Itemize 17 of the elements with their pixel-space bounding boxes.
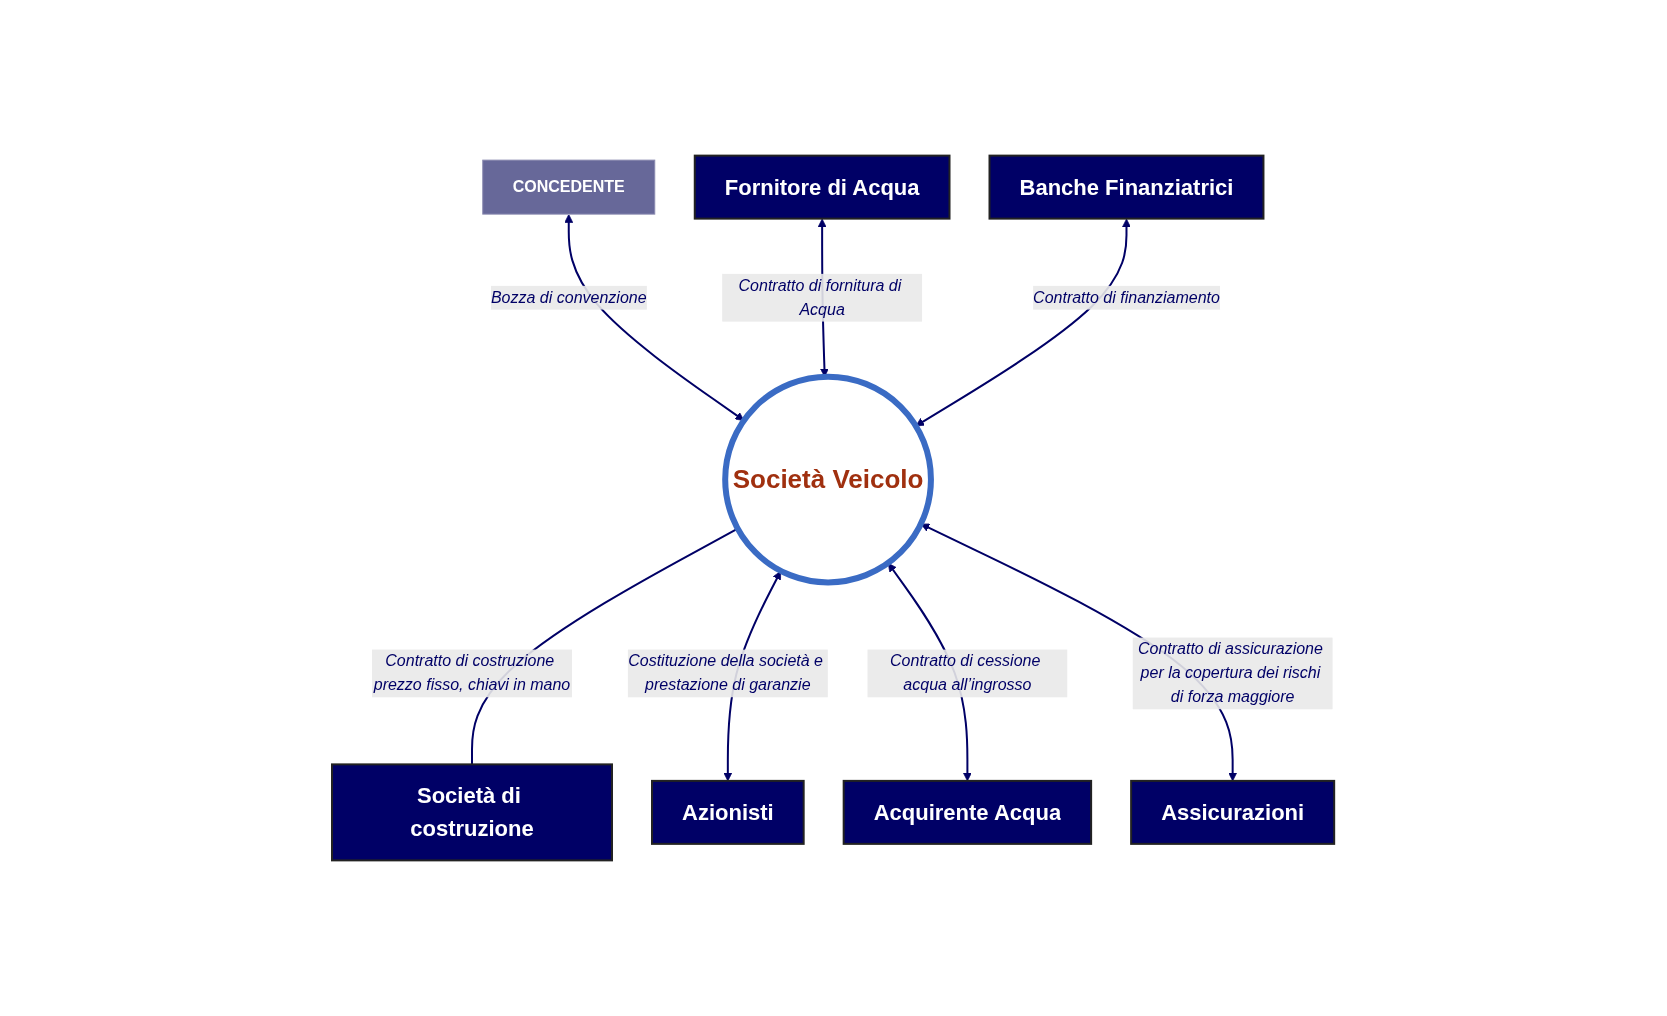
node-box: Azionisti <box>651 779 806 845</box>
edge-label: Contratto di assicurazione per la copertura dei rischi di forza maggiore <box>1138 640 1324 706</box>
edge-label: Contratto di cessione acqua all’ingrosso <box>890 652 1041 694</box>
arrow <box>915 218 1132 427</box>
node-box: Banche Finanziatrici <box>988 154 1265 220</box>
node-box: Assicurazioni <box>1130 779 1336 845</box>
node-box: Fornitore di Acqua <box>694 154 951 220</box>
node-circle: Società Veicolo <box>722 373 935 586</box>
edge-label: Bozza di convenzione <box>491 288 647 306</box>
node-box: Società di costruzione <box>331 763 614 862</box>
edge-label: Costituzione della società e prestazione di garanzie <box>628 652 824 694</box>
arrow <box>564 214 745 421</box>
node-box: Acquirente Acqua <box>843 779 1093 845</box>
node-box: CONCEDENTE <box>482 159 656 215</box>
edge-label: Contratto di fornitura di Acqua <box>738 276 902 318</box>
edge-label: Contratto di finanziamento <box>1033 288 1221 306</box>
edge-label: Contratto di costruzione prezzo fisso, chiavi in mano <box>374 652 571 694</box>
